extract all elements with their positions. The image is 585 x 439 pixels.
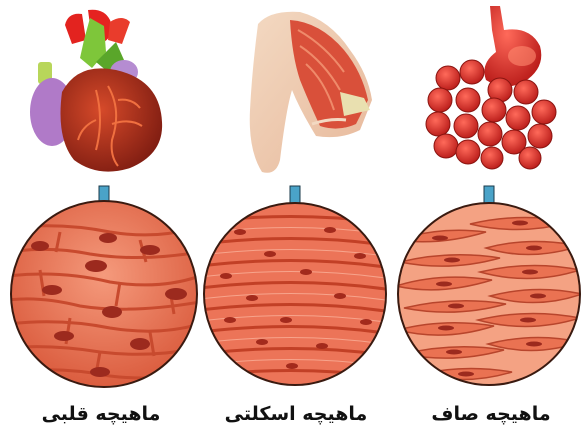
smooth-tissue-circle [396,203,582,385]
skeletal-tissue-circle [200,203,392,385]
digestive-system-icon [426,6,556,169]
smooth-muscle-label: ماهیچه صاف [396,403,585,425]
heart-icon [30,10,162,172]
cardiac-muscle-label: ماهیچه قلبی [6,403,196,425]
skeletal-muscle-label: ماهیچه اسکلتی [201,403,391,425]
cardiac-tissue-circle [8,201,200,387]
arm-muscle-icon [250,12,372,173]
